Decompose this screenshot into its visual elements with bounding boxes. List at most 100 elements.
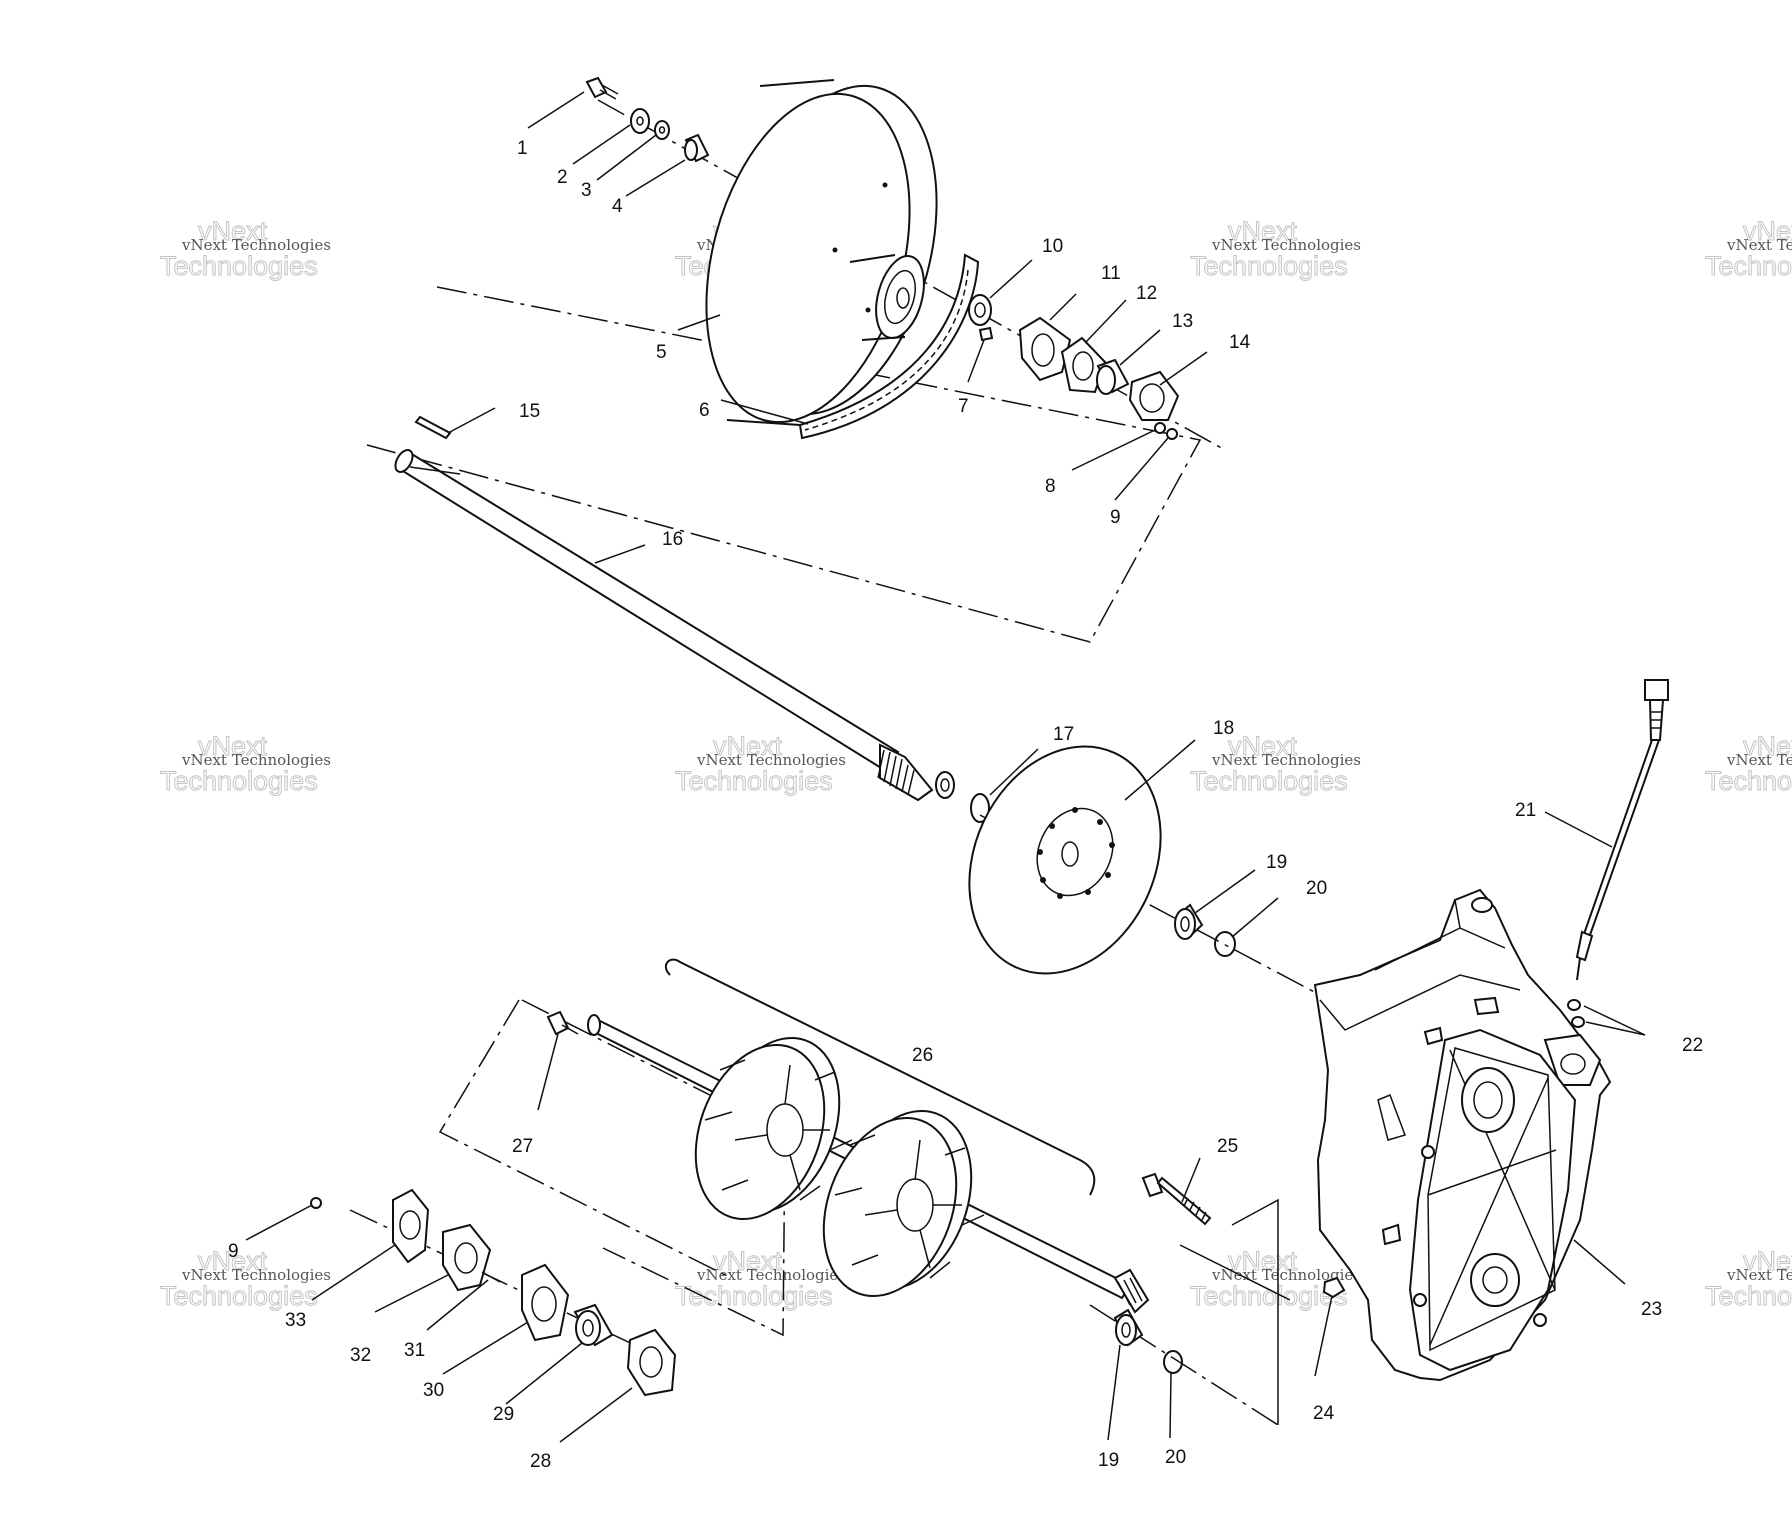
callout-labels: 1 2 3 4 5 6 7 8 9 10 11 12 13 14 15 16 1… [228,138,1703,1472]
o-ring-part-20-lower [1163,1350,1183,1374]
bearing-stack [968,294,1180,440]
watermark-text-top: vNext [198,731,268,761]
callout-20-lower: 20 [1165,1447,1186,1468]
callout-19-lower: 19 [1098,1450,1119,1471]
watermark-text-large: Technologies [675,766,833,796]
callout-1: 1 [517,138,528,159]
watermark-text-top: vNext [198,1246,268,1276]
pin-part-31 [481,1271,501,1283]
callout-25: 25 [1217,1136,1238,1157]
bolt-part-27 [546,1010,579,1036]
lower-bearing-stack [310,1188,677,1397]
callout-3: 3 [581,180,592,201]
watermark-text: vNext Technologies [1726,751,1792,769]
watermark-text-top: vNext [713,1246,783,1276]
callout-7: 7 [958,396,969,417]
key-part-15 [414,415,452,440]
callout-30: 30 [423,1380,444,1401]
callout-24: 24 [1313,1403,1335,1424]
leader-lines [245,91,1646,1443]
bolt-part-1 [585,76,619,100]
flange-plate-part-14 [1128,370,1180,421]
callout-22: 22 [1682,1035,1703,1056]
flange-plate-part-32 [442,1223,492,1292]
watermark-text: vNext Technologies [181,1266,331,1284]
o-rings-part-22 [1567,999,1585,1028]
callout-23: 23 [1641,1299,1662,1320]
callout-8: 8 [1045,476,1056,497]
watermark-text-top: vNext [713,731,783,761]
sprocket-right [822,1109,985,1298]
watermark-text-large: Technologies [160,766,318,796]
callout-20: 20 [1306,878,1327,899]
watermark-text-large: Technologies [1705,766,1792,796]
watermark-text: vNext Technologies [181,751,331,769]
seal-part-19-lower [1113,1308,1144,1347]
callout-28: 28 [530,1451,551,1472]
callout-13: 13 [1172,311,1193,332]
watermark-text: vNext Technologies [1726,1266,1792,1284]
callout-26: 26 [912,1045,933,1066]
watermark-text-large: Technologies [160,251,318,281]
watermark-text-top: vNext [1743,731,1792,761]
callout-9: 9 [1110,507,1121,528]
nut-part-9 [1166,428,1178,440]
callout-16: 16 [662,529,683,550]
watermark-text-top: vNext [1743,1246,1792,1276]
callout-17: 17 [1053,724,1074,745]
flange-plate-part-33 [392,1188,430,1264]
watermark-text: vNext Technologies [1211,236,1361,254]
callout-10: 10 [1042,236,1063,257]
callout-9-lower: 9 [228,1241,239,1262]
watermark-text-large: Technologies [1190,251,1348,281]
watermark-text: vNext Technologies [1726,236,1792,254]
callout-14: 14 [1229,332,1251,353]
watermark-text-top: vNext [1228,731,1298,761]
nut-part-8 [1154,422,1166,434]
washer-part-3 [654,120,670,140]
callout-12: 12 [1136,283,1157,304]
chaincase-part-23 [1313,888,1612,1382]
washer-part-2 [630,108,650,134]
snap-ring-part-17 [970,793,990,823]
callout-18: 18 [1213,718,1234,739]
flange-plate-part-28 [626,1328,677,1397]
drive-shaft-part-16 [394,449,955,802]
watermark-text-large: Technologies [1190,1281,1348,1311]
watermark-text-large: Technologies [1705,1281,1792,1311]
driven-pulley-part-5 [705,79,938,426]
callout-15: 15 [519,401,540,422]
track-drive-shaft-part-26 [587,958,1150,1314]
watermark-text: vNext Technologies [696,751,846,769]
watermark-text-large: Technologies [1190,766,1348,796]
watermark-text-top: vNext [1743,216,1792,246]
watermark-text-top: vNext [198,216,268,246]
callout-21: 21 [1515,800,1536,821]
flange-plate-part-11 [1018,316,1072,382]
seal-part-19-upper [1174,903,1204,940]
watermark-text: vNext Technologies [1211,751,1361,769]
callout-29: 29 [493,1404,514,1425]
callout-31: 31 [404,1340,425,1361]
watermark-text-top: vNext [1228,1246,1298,1276]
callout-2: 2 [557,167,568,188]
washer-part-10 [968,294,992,326]
callout-5: 5 [656,342,667,363]
sprocket-left [694,1036,853,1221]
callout-32: 32 [350,1345,371,1366]
bolt-part-25 [1141,1172,1212,1226]
dipstick-part-21 [1575,679,1669,981]
watermark-text: vNext Technologies [181,236,331,254]
callout-11: 11 [1101,263,1121,284]
chain-part-6 [798,253,980,440]
spacer-part-4 [684,133,710,163]
callout-4: 4 [612,196,623,217]
watermark-text: vNext Technologies [696,1266,846,1284]
callout-33: 33 [285,1310,306,1331]
brake-disc-part-18 [968,745,1162,975]
watermark-text-large: Technologies [1705,251,1792,281]
callout-27: 27 [512,1136,533,1157]
callout-6: 6 [699,400,710,421]
nut-part-9-lower [310,1197,322,1209]
